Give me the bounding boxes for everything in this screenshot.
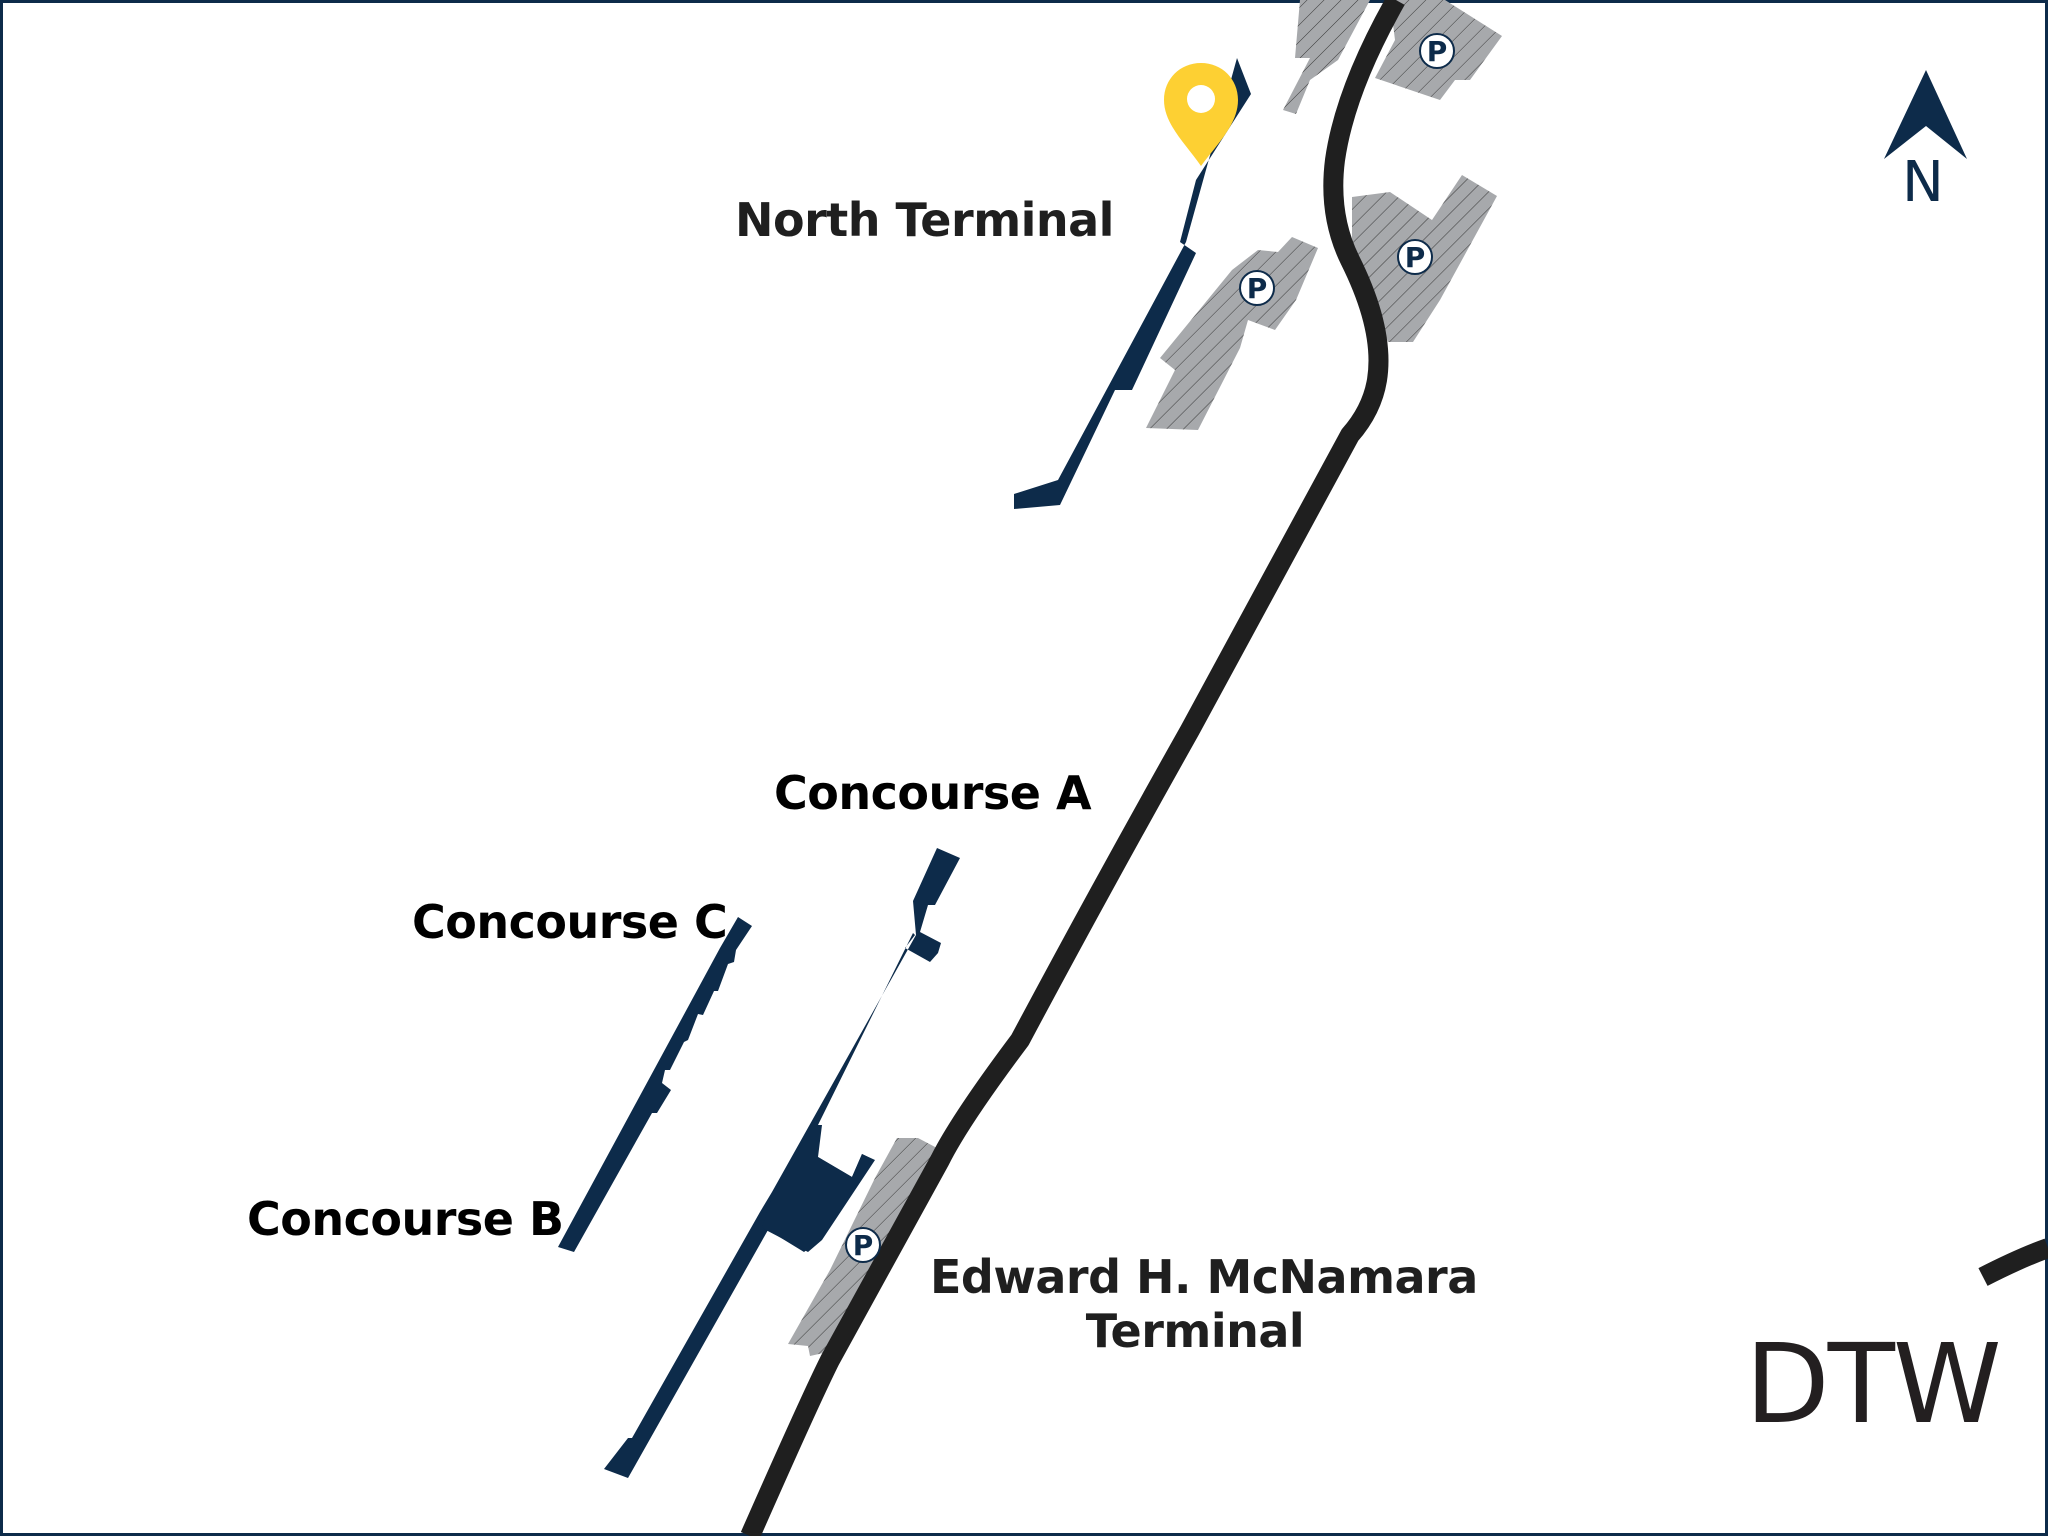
airport-code-label: DTW (1745, 1320, 2002, 1448)
mcnamara-label-line2: Terminal (1085, 1304, 1305, 1358)
mcnamara-terminal-building[interactable] (762, 1125, 875, 1252)
concourse-cb-building[interactable] (558, 917, 752, 1252)
concourse-a-label: Concourse A (774, 766, 1092, 820)
north-arrow-icon (1884, 70, 1967, 159)
concourse-b-label: Concourse B (247, 1192, 564, 1246)
main-road (740, 0, 1405, 1536)
concourse-c-label: Concourse C (412, 895, 728, 949)
north-terminal-label: North Terminal (735, 193, 1114, 247)
mcnamara-label-line1: Edward H. McNamara (930, 1250, 1478, 1304)
svg-text:P: P (1247, 272, 1268, 305)
svg-text:P: P (1427, 35, 1448, 68)
parking-symbol-north-east: P (1397, 239, 1433, 275)
parking-symbol-north-top-right: P (1419, 33, 1455, 69)
mcnamara-terminal-label: Edward H. McNamara Terminal (930, 1250, 1478, 1358)
east-road (1978, 1238, 2048, 1286)
parking-symbol-mcnamara: P (845, 1227, 881, 1263)
parking-lot-north-top-left[interactable] (1283, 0, 1370, 114)
parking-symbol-north-middle: P (1239, 270, 1275, 306)
parking-lot-north-middle[interactable] (1146, 237, 1318, 430)
svg-text:P: P (853, 1229, 874, 1262)
north-label: N (1902, 150, 1944, 215)
concourse-a-building[interactable] (604, 848, 960, 1478)
map-pin-icon[interactable] (1164, 63, 1238, 166)
svg-text:P: P (1405, 241, 1426, 274)
